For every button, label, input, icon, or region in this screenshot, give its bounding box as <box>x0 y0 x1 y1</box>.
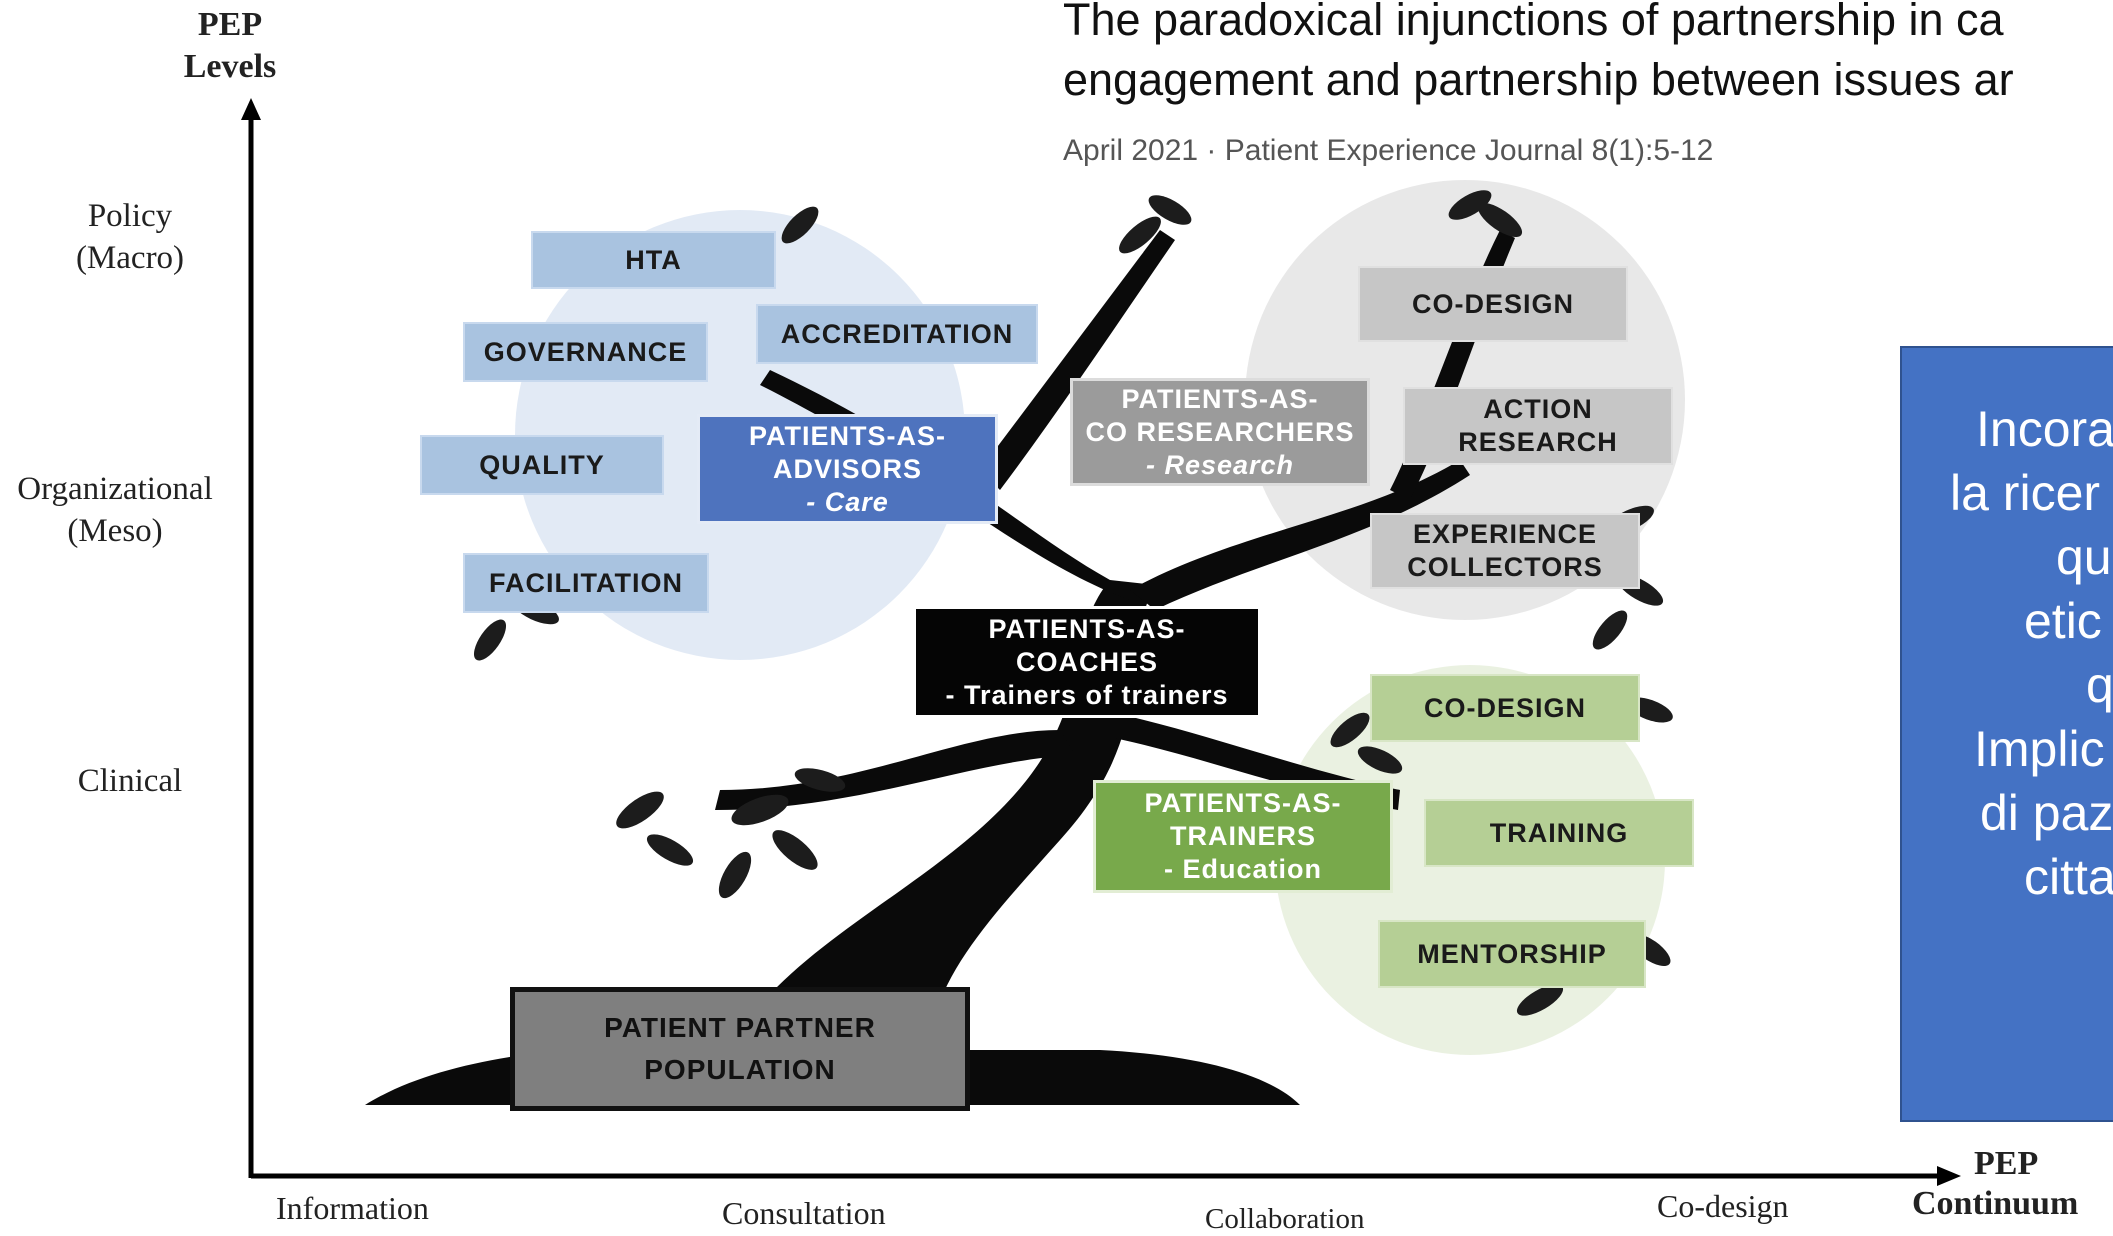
action-research-line-2: RESEARCH <box>1458 427 1618 457</box>
co-researchers-line-2: CO RESEARCHERS <box>1085 416 1355 447</box>
article-title-line-1: The paradoxical injunctions of partnersh… <box>1063 0 2004 45</box>
advisors-line-1: PATIENTS-AS- <box>749 420 946 451</box>
box-patients-as-coaches: PATIENTS-AS- COACHES - Trainers of train… <box>913 606 1261 718</box>
box-patient-partner-population: PATIENT PARTNER POPULATION <box>510 987 970 1111</box>
side-panel-line-8: citta <box>2024 849 2113 905</box>
x-level-co-design: Co-design <box>1657 1188 1789 1224</box>
box-mentorship: MENTORSHIP <box>1378 920 1646 988</box>
side-panel-line-5: qu <box>2086 657 2113 713</box>
experience-collectors-line-2: COLLECTORS <box>1407 552 1603 582</box>
box-co-design-research-label: CO-DESIGN <box>1411 288 1574 319</box>
box-hta: HTA <box>531 231 776 289</box>
x-level-consultation: Consultation <box>722 1195 886 1231</box>
x-axis-title-line-1: PEP <box>1974 1145 2039 1182</box>
box-patients-as-co-researchers: PATIENTS-AS- CO RESEARCHERS - Research <box>1070 378 1370 486</box>
box-hta-label: HTA <box>625 244 682 275</box>
x-axis <box>251 1166 1961 1186</box>
box-co-design-education: CO-DESIGN <box>1370 674 1640 742</box>
x-level-collaboration: Collaboration <box>1205 1203 1365 1235</box>
co-researchers-line-1: PATIENTS-AS- <box>1121 383 1319 414</box>
box-facilitation: FACILITATION <box>463 553 709 613</box>
coaches-line-1: PATIENTS-AS- <box>988 613 1186 644</box>
y-level-policy-line-1: Policy <box>87 198 173 234</box>
box-training-label: TRAINING <box>1489 817 1629 848</box>
y-level-organizational: Organizational (Meso) <box>0 468 230 552</box>
box-facilitation-label: FACILITATION <box>489 567 683 598</box>
co-researchers-sub: - Research <box>1145 449 1295 480</box>
box-quality-label: QUALITY <box>479 449 605 480</box>
box-action-research: ACTION RESEARCH <box>1403 387 1673 465</box>
side-panel-line-6: Implic <box>1974 721 2105 777</box>
box-mentorship-label: MENTORSHIP <box>1417 938 1607 969</box>
box-patients-as-advisors: PATIENTS-AS- ADVISORS - Care <box>697 414 998 524</box>
y-level-policy: Policy (Macro) <box>40 195 220 279</box>
y-axis-title: PEP Levels <box>160 4 300 88</box>
coaches-line-2: COACHES <box>1015 646 1158 677</box>
branch-lower-left <box>715 730 1075 810</box>
branch-upper-mid <box>980 230 1175 490</box>
box-co-design-research: CO-DESIGN <box>1358 266 1628 342</box>
y-level-policy-line-2: (Macro) <box>75 240 185 276</box>
side-panel-line-3: que <box>2056 529 2113 585</box>
action-research-line-1: ACTION <box>1483 394 1593 424</box>
box-accreditation-label: ACCREDITATION <box>780 318 1014 349</box>
y-level-organizational-line-2: (Meso) <box>67 513 163 549</box>
article-title-line-2: engagement and partnership between issue… <box>1063 54 2014 105</box>
y-axis <box>241 98 261 1178</box>
patient-partner-line-2: POPULATION <box>644 1054 836 1085</box>
side-panel-line-1: Incora <box>1976 401 2113 457</box>
patient-partner-line-1: PATIENT PARTNER <box>604 1012 876 1043</box>
y-level-clinical-line-1: Clinical <box>77 763 183 799</box>
experience-collectors-line-1: EXPERIENCE <box>1412 519 1598 549</box>
branch-right <box>1130 460 1470 610</box>
y-axis-title-line-1: PEP <box>197 6 263 43</box>
coaches-sub: - Trainers of trainers <box>945 679 1229 710</box>
advisors-line-2: ADVISORS <box>772 453 923 484</box>
box-patients-as-trainers: PATIENTS-AS- TRAINERS - Education <box>1093 780 1393 893</box>
side-text-panel: Incora la ricer que etic qu Implic di pa… <box>1900 346 2113 1122</box>
y-level-clinical: Clinical <box>40 760 220 802</box>
box-governance: GOVERNANCE <box>463 322 708 382</box>
box-co-design-education-label: CO-DESIGN <box>1423 692 1586 723</box>
side-panel-line-4: etic <box>2024 593 2102 649</box>
advisors-sub: - Care <box>806 486 889 517</box>
trunk <box>700 580 1155 1105</box>
trainers-line-1: PATIENTS-AS- <box>1144 788 1342 818</box>
side-panel-line-2: la ricer <box>1950 465 2101 521</box>
y-level-organizational-line-1: Organizational <box>17 471 213 507</box>
x-level-information: Information <box>276 1190 429 1226</box>
box-quality: QUALITY <box>420 435 664 495</box>
article-meta: April 2021 · Patient Experience Journal … <box>1063 134 1714 167</box>
box-accreditation: ACCREDITATION <box>756 304 1038 364</box>
x-axis-title: PEP Continuum <box>1912 1144 2078 1224</box>
box-governance-label: GOVERNANCE <box>483 336 688 367</box>
box-experience-collectors: EXPERIENCE COLLECTORS <box>1370 513 1640 589</box>
y-axis-title-line-2: Levels <box>183 48 277 85</box>
x-axis-title-line-2: Continuum <box>1912 1185 2079 1222</box>
box-training: TRAINING <box>1424 799 1694 867</box>
trainers-sub: - Education <box>1164 854 1322 884</box>
side-panel-line-7: di paz <box>1980 785 2113 841</box>
trainers-line-2: TRAINERS <box>1169 821 1316 851</box>
